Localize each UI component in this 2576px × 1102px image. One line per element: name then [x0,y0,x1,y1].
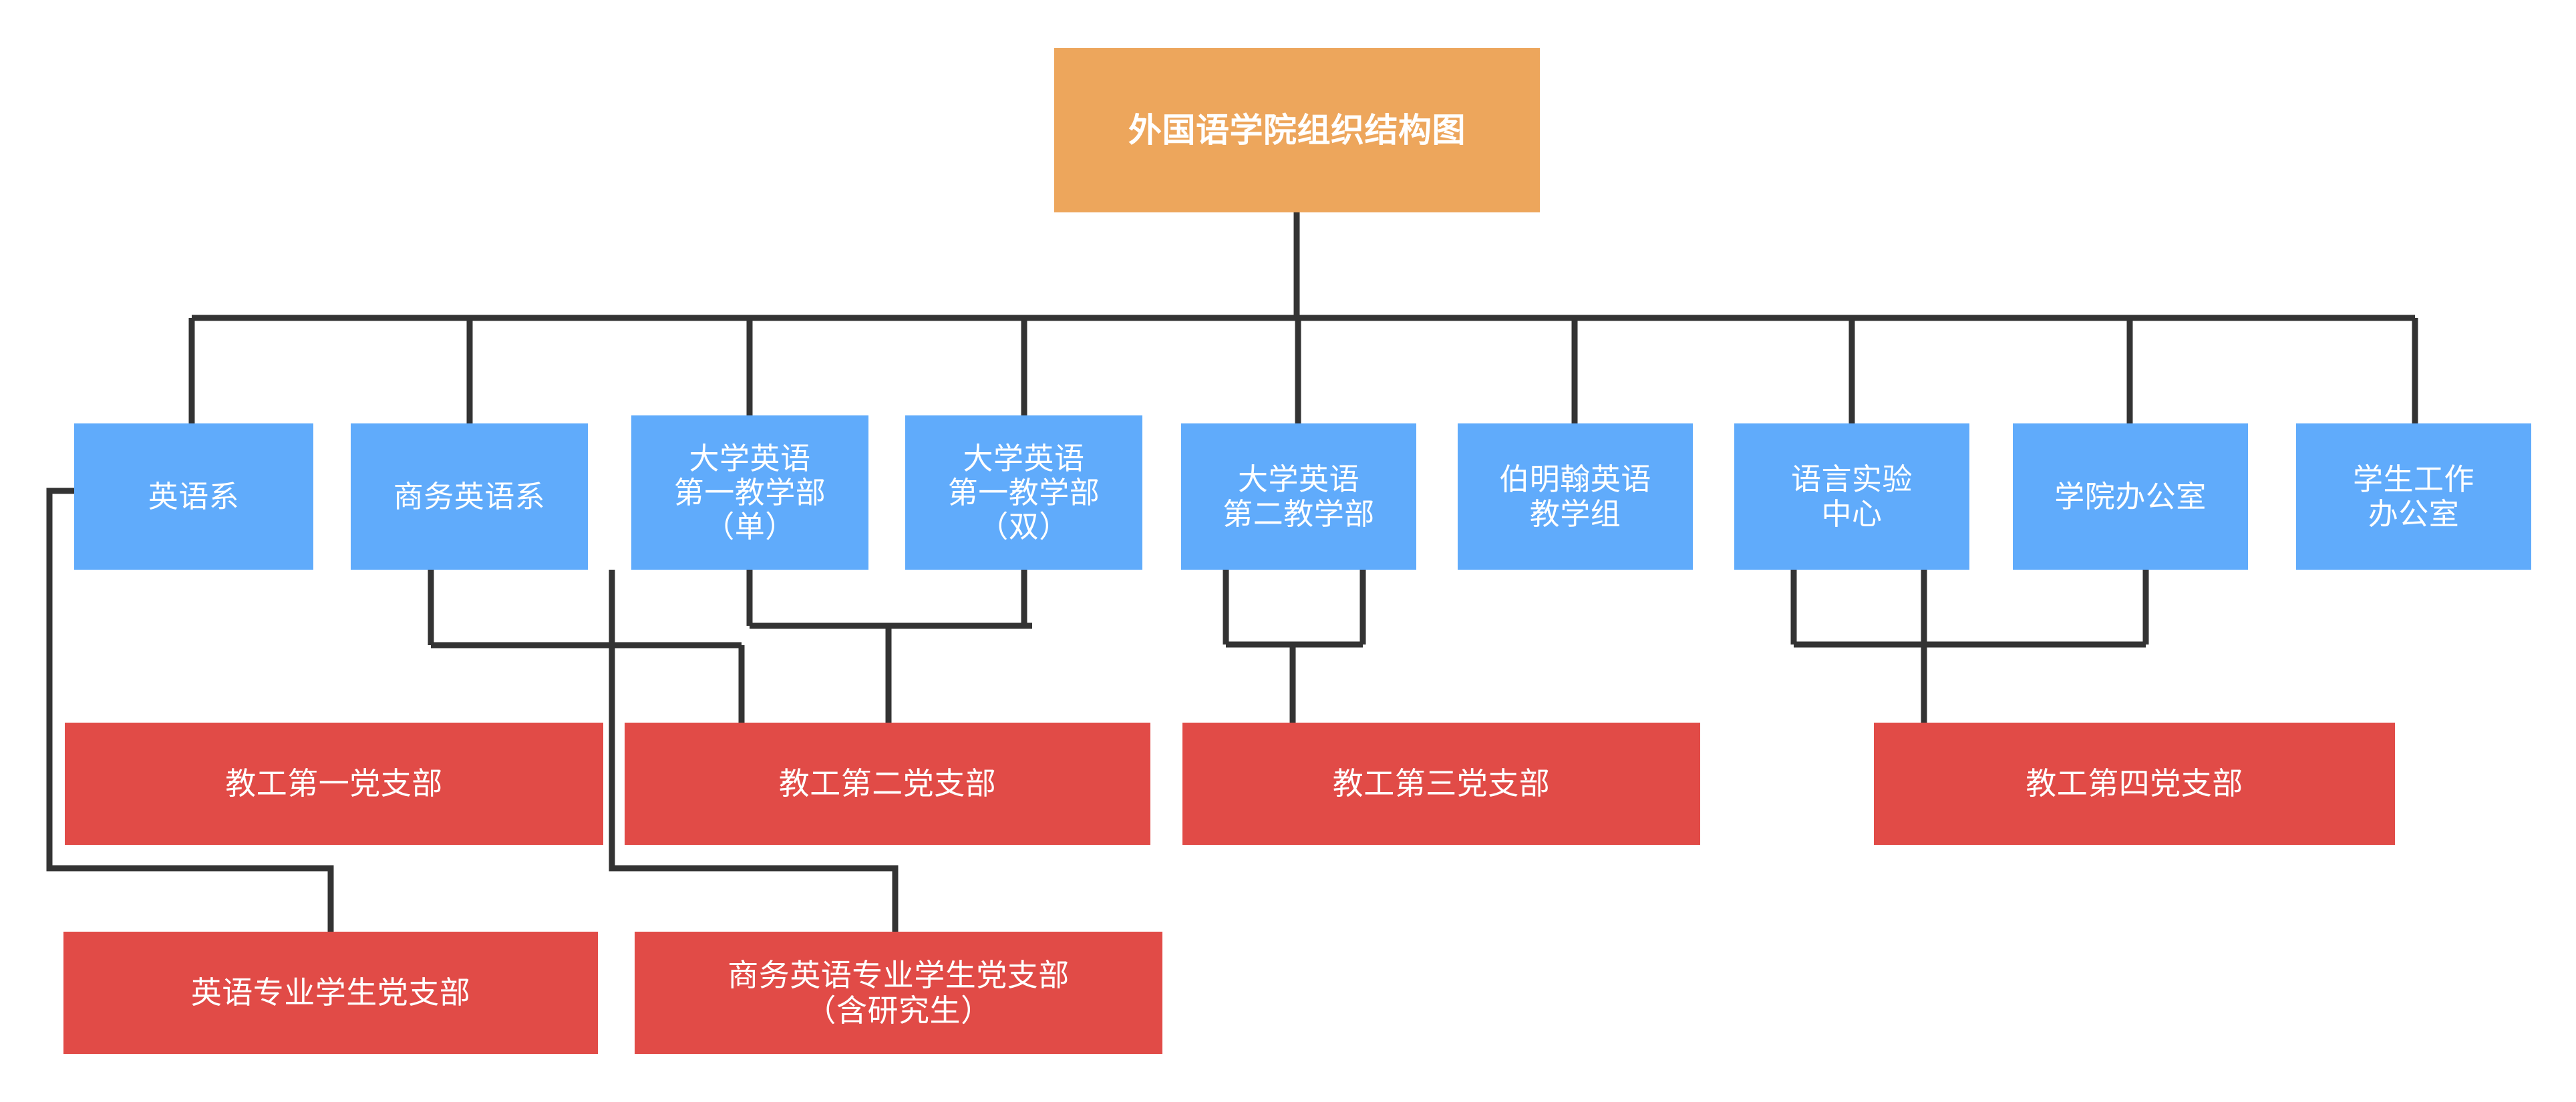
department-node-college-english-teaching-2[interactable]: 大学英语 第二教学部 [1181,423,1416,570]
faculty-party-branch-4[interactable]: 教工第四党支部 [1874,723,2395,845]
english-major-student-branch[interactable]: 英语专业学生党支部 [63,932,598,1054]
root-node-label: 外国语学院组织结构图 [1128,111,1466,149]
faculty-branch-label: 教工第三党支部 [1332,766,1551,801]
business-english-major-student-branch[interactable]: 商务英语专业学生党支部 （含研究生） [635,932,1162,1054]
department-label: 伯明翰英语 教学组 [1499,462,1651,531]
faculty-party-branch-1[interactable]: 教工第一党支部 [65,723,603,845]
department-label: 英语系 [148,479,240,514]
root-node[interactable]: 外国语学院组织结构图 [1054,48,1540,212]
department-label: 大学英语 第二教学部 [1223,462,1375,531]
department-node-student-affairs-office[interactable]: 学生工作 办公室 [2296,423,2531,570]
department-node-college-english-teaching-1-odd[interactable]: 大学英语 第一教学部 （单） [631,415,868,570]
student-branch-label: 商务英语专业学生党支部 （含研究生） [728,958,1070,1028]
faculty-party-branch-2[interactable]: 教工第二党支部 [625,723,1150,845]
department-node-birmingham-english-group[interactable]: 伯明翰英语 教学组 [1458,423,1693,570]
department-label: 大学英语 第一教学部 （单） [673,441,826,544]
department-label: 大学英语 第一教学部 （双） [947,441,1100,544]
faculty-branch-label: 教工第二党支部 [778,766,997,801]
department-label: 语言实验 中心 [1790,462,1913,531]
department-node-college-office[interactable]: 学院办公室 [2013,423,2248,570]
department-node-college-english-teaching-1-even[interactable]: 大学英语 第一教学部 （双） [905,415,1142,570]
faculty-branch-label: 教工第一党支部 [225,766,443,801]
department-node-language-lab-center[interactable]: 语言实验 中心 [1734,423,1969,570]
department-label: 学院办公室 [2054,479,2207,514]
faculty-branch-label: 教工第四党支部 [2026,766,2243,801]
department-node-english-department[interactable]: 英语系 [74,423,313,570]
department-label: 商务英语系 [393,479,546,514]
department-node-business-english-department[interactable]: 商务英语系 [351,423,588,570]
faculty-party-branch-3[interactable]: 教工第三党支部 [1182,723,1700,845]
department-label: 学生工作 办公室 [2352,462,2474,531]
student-branch-label: 英语专业学生党支部 [190,975,471,1011]
